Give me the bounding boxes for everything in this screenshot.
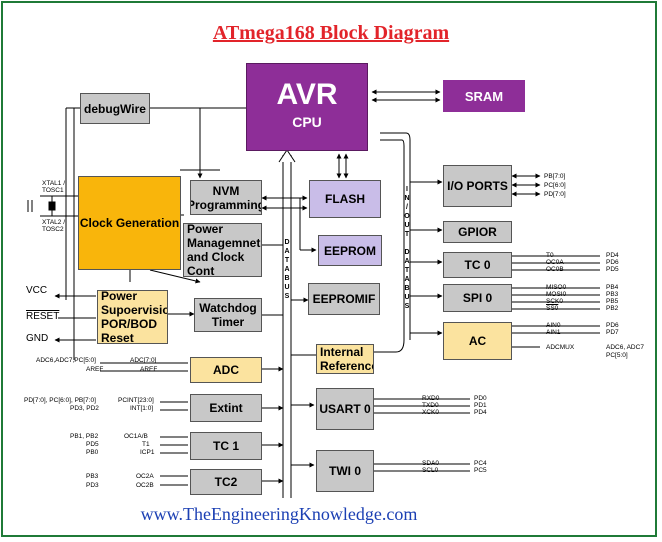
extint-block: Extint — [190, 394, 262, 422]
pin-adcmux: ADCMUX — [546, 344, 575, 351]
pin-pd5-tc0: PD5 — [606, 266, 619, 273]
pin-pd3: PD3 — [86, 482, 99, 489]
pin-pb0: PB0 — [86, 449, 99, 456]
pin-rxd0: RxD0 — [422, 395, 440, 402]
diagram-title: ATmega168 Block Diagram — [212, 22, 450, 44]
sram-block: SRAM — [443, 80, 525, 112]
adc-block: ADC — [190, 357, 262, 383]
tc2-block: TC2 — [190, 469, 262, 495]
pin-oc1ab: OC1A/B — [124, 433, 148, 440]
pin-pd6-ac: PD6 — [606, 322, 619, 329]
nvm-programming-block: NVM Programming — [190, 180, 262, 215]
pin-pd4: PD4 — [606, 252, 619, 259]
pin-pc4: PC4 — [474, 460, 487, 467]
pin-scl0: SCL0 — [422, 467, 439, 474]
io-ports-block: I/O PORTS — [443, 165, 512, 207]
pin-extint-ports: PD[7:0], PC[6:0], PB[7:0] — [24, 397, 96, 404]
spi0-block: SPI 0 — [443, 284, 512, 312]
pin-pd7: PD7 — [606, 329, 619, 336]
eeprom-block: EEPROM — [318, 235, 382, 266]
flash-block: FLASH — [309, 180, 381, 218]
pin-pc50: PC[5:0] — [606, 352, 628, 359]
watchdog-timer-block: Watchdog Timer — [194, 298, 262, 332]
pin-pcint: PCINT[23:0] — [118, 397, 154, 404]
pin-xtal2: XTAL2 / — [42, 219, 66, 226]
internal-reference-block: Internal Reference — [316, 344, 374, 374]
pin-ain0: AIN0 — [546, 322, 561, 329]
pin-ss0: SS0 — [546, 305, 559, 312]
avr-cpu-block: AVR CPU — [246, 63, 368, 151]
pin-pb5: PB5 — [606, 298, 619, 305]
pin-oc2a: OC2A — [136, 473, 154, 480]
power-supervision-block: Power Supoervision POR/BOD Reset — [97, 290, 168, 344]
pin-oc2b: OC2B — [136, 482, 154, 489]
pin-aref-right: AREF — [140, 366, 158, 373]
pin-int: INT[1:0] — [130, 405, 154, 412]
avr-label: AVR — [276, 78, 338, 111]
pin-oc0a: OC0A — [546, 259, 564, 266]
tc1-block: TC 1 — [190, 432, 262, 460]
pin-tosc2: TOSC2 — [42, 226, 64, 233]
power-management-block: Power Managemnet and Clock Cont — [183, 223, 262, 277]
pin-pc-port: PC[6:0] — [544, 182, 566, 189]
pin-mosi0: MOSI0 — [546, 291, 567, 298]
tc0-block: TC 0 — [443, 252, 512, 278]
gnd-label: GND — [26, 333, 49, 344]
pin-pd4-usart: PD4 — [474, 409, 487, 416]
pin-pd1: PD1 — [474, 402, 487, 409]
website-footer: www.TheEngineeringKnowledge.com — [140, 504, 418, 524]
pin-xck0: XCK0 — [422, 409, 439, 416]
usart0-block: USART 0 — [316, 388, 374, 430]
pin-aref-left: AREF — [86, 366, 104, 373]
pin-pb-port: PB[7:0] — [544, 173, 566, 180]
pin-txd0: TxD0 — [422, 402, 439, 409]
pin-xtal1: XTAL1 / — [42, 180, 66, 187]
pin-pb2: PB2 — [606, 305, 619, 312]
pin-pd5: PD5 — [86, 441, 99, 448]
eepromif-block: EEPROMIF — [308, 283, 380, 315]
debugwire-block: debugWire — [80, 93, 150, 124]
diagram-border — [1, 1, 657, 537]
ac-block: AC — [443, 322, 512, 360]
pin-pc5: PC5 — [474, 467, 487, 474]
pin-pb1-pb2: PB1, PB2 — [70, 433, 99, 440]
pin-adc6-adc7: ADC6, ADC7 — [606, 344, 644, 351]
vcc-label: VCC — [26, 285, 48, 296]
pin-pb4: PB4 — [606, 284, 619, 291]
pin-pd6: PD6 — [606, 259, 619, 266]
in-out-databus-label: I N / O U T D A T A B U S — [404, 186, 410, 310]
clock-generation-block: Clock Generation — [78, 176, 181, 270]
pin-adc-channels: ADC6,ADC7,PC[5:0] — [36, 357, 96, 364]
pin-tosc1: TOSC1 — [42, 187, 64, 194]
twi0-block: TWI 0 — [316, 450, 374, 492]
pin-oc0b: OC0B — [546, 266, 564, 273]
pin-pd3-pd2: PD3, PD2 — [70, 405, 99, 412]
pin-t1: T1 — [142, 441, 150, 448]
pin-ain1: AIN1 — [546, 329, 561, 336]
pin-pb3-spi: PB3 — [606, 291, 619, 298]
pin-t0: T0 — [546, 252, 554, 259]
pin-sck0: SCK0 — [546, 298, 563, 305]
pin-pd0: PD0 — [474, 395, 487, 402]
reset-label: RESET — [26, 311, 60, 322]
pin-pd-port: PD[7:0] — [544, 191, 566, 198]
databus-label: D A T A B U S — [284, 239, 290, 300]
pin-icp1: ICP1 — [140, 449, 155, 456]
pin-adc-bus: ADC[7:0] — [130, 357, 157, 364]
gpior-block: GPIOR — [443, 221, 512, 243]
pin-miso0: MISO0 — [546, 284, 567, 291]
pin-pb3: PB3 — [86, 473, 99, 480]
cpu-label: CPU — [292, 114, 322, 130]
pin-sda0: SDA0 — [422, 460, 439, 467]
